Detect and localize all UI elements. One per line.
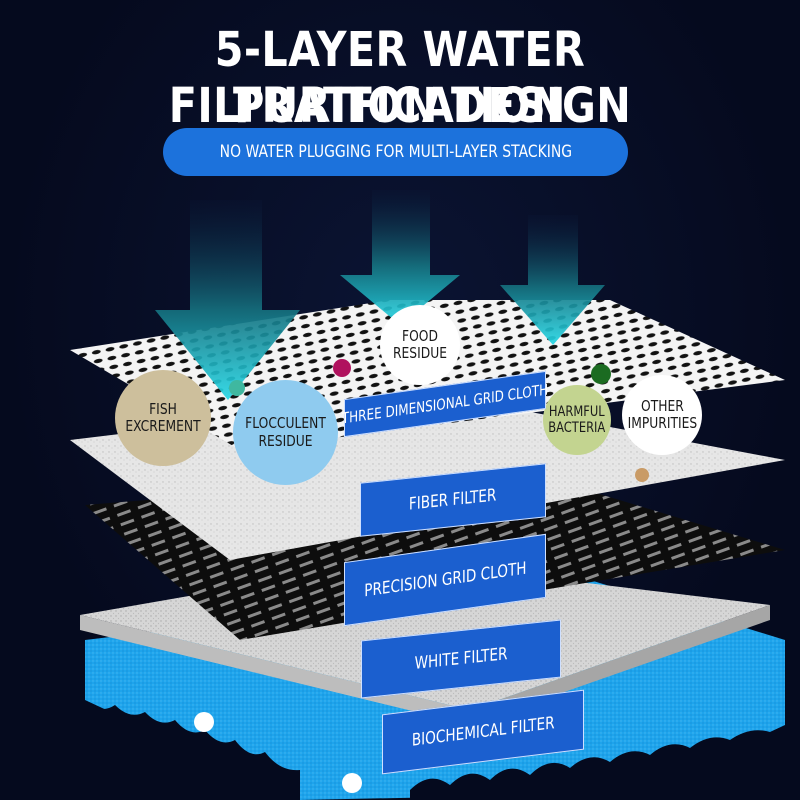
particle-dot [635, 468, 649, 482]
particle-dot [342, 773, 362, 793]
particle-dot [229, 380, 245, 396]
title-line-2: FILTRATION DESIGN [168, 78, 632, 134]
impurity-food-residue: FOOD RESIDUE [380, 305, 460, 385]
subtitle-text: NO WATER PLUGGING FOR MULTI-LAYER STACKI… [219, 142, 572, 162]
subtitle-pill: NO WATER PLUGGING FOR MULTI-LAYER STACKI… [163, 128, 628, 176]
impurity-harmful-bacteria: HARMFUL BACTERIA [543, 385, 611, 455]
title-line-1: 5-LAYER WATER PURIFICATION [214, 22, 586, 134]
impurity-other-impurities: OTHER IMPURITIES [622, 375, 702, 455]
impurity-flocculent-residue: FLOCCULENT RESIDUE [233, 380, 338, 485]
particle-dot [194, 712, 214, 732]
impurity-fish-excrement: FISH EXCREMENT [115, 370, 211, 466]
water-flow-arrows [155, 190, 605, 400]
particle-dot [591, 364, 611, 384]
particle-dot [333, 359, 351, 377]
